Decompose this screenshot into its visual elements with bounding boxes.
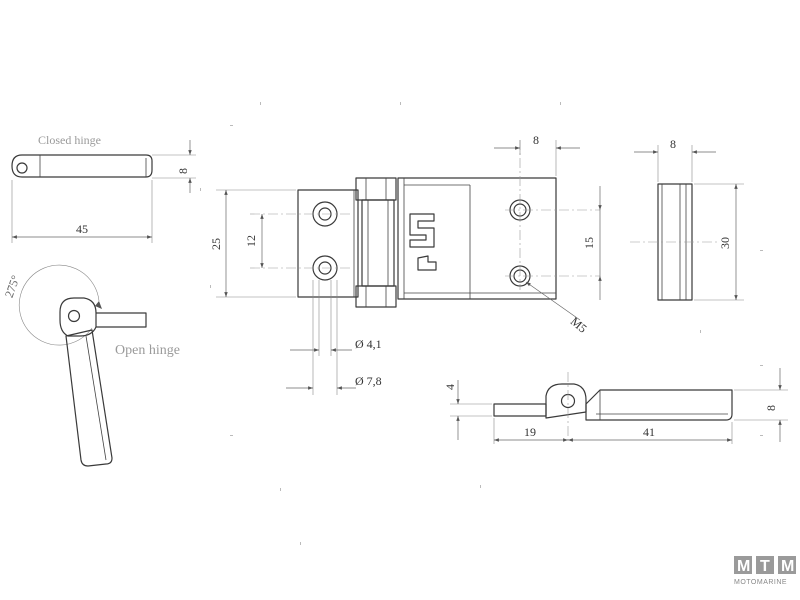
closed-hinge-length-dim: 45 xyxy=(76,222,88,236)
front-left-leaf xyxy=(297,189,359,298)
side-knuckle xyxy=(545,383,587,419)
side-long-leaf-dim: 41 xyxy=(643,425,655,439)
end-view-body xyxy=(657,183,693,301)
open-hinge-long-leaf xyxy=(65,329,113,467)
front-knuckle-bottom xyxy=(355,285,397,308)
closed-hinge-view: Closed hinge 8 45 xyxy=(11,133,196,243)
open-hinge-pin xyxy=(67,309,81,323)
front-top-offset-dim: 8 xyxy=(533,133,539,147)
side-long-leaf xyxy=(585,389,733,421)
embossed-logo-mark xyxy=(409,213,435,248)
front-height-dim: 25 xyxy=(209,238,223,250)
motomarine-logo: M T M MOTOMARINE xyxy=(734,556,796,586)
logo-letter-3: M xyxy=(781,558,794,575)
end-view-height-dim: 30 xyxy=(718,237,732,249)
front-knuckle-top xyxy=(355,177,397,201)
logo-letter-1: M xyxy=(737,558,750,575)
front-left-hole-spacing-dim: 12 xyxy=(244,235,258,247)
side-view: 4 8 19 41 xyxy=(443,368,788,444)
thread-callout: M5 xyxy=(568,314,590,335)
logo-letter-2: T xyxy=(760,558,770,575)
front-right-hole-spacing-dim: 15 xyxy=(582,237,596,249)
side-short-leaf xyxy=(493,403,547,417)
closed-hinge-body xyxy=(11,154,153,178)
construction-marks xyxy=(200,102,763,545)
front-pin-barrel xyxy=(361,199,395,287)
open-hinge-angle: 275° xyxy=(2,273,23,299)
open-hinge-top-leaf xyxy=(96,312,147,328)
closed-hinge-height-dim: 8 xyxy=(176,168,190,174)
open-hinge-knuckle xyxy=(59,297,97,337)
side-total-height-dim: 8 xyxy=(764,405,778,411)
small-hole-diameter-dim: Ø 4,1 xyxy=(355,337,382,351)
open-hinge-view: Open hinge 275° xyxy=(2,264,180,467)
rotation-arc xyxy=(18,264,100,346)
logo-wordmark: MOTOMARINE xyxy=(734,579,787,586)
closed-hinge-title: Closed hinge xyxy=(38,133,101,147)
front-view: 25 12 8 15 M5 Ø 4,1 Ø 7,8 xyxy=(209,133,602,395)
open-hinge-title: Open hinge xyxy=(115,343,180,358)
end-view: 8 30 xyxy=(630,137,744,301)
front-right-leaf xyxy=(397,177,557,300)
side-leaf-thickness-dim: 4 xyxy=(443,384,457,390)
end-view-thickness-dim: 8 xyxy=(670,137,676,151)
large-hole-diameter-dim: Ø 7,8 xyxy=(355,374,382,388)
closed-hinge-pin xyxy=(16,162,28,174)
side-short-leaf-dim: 19 xyxy=(524,425,536,439)
